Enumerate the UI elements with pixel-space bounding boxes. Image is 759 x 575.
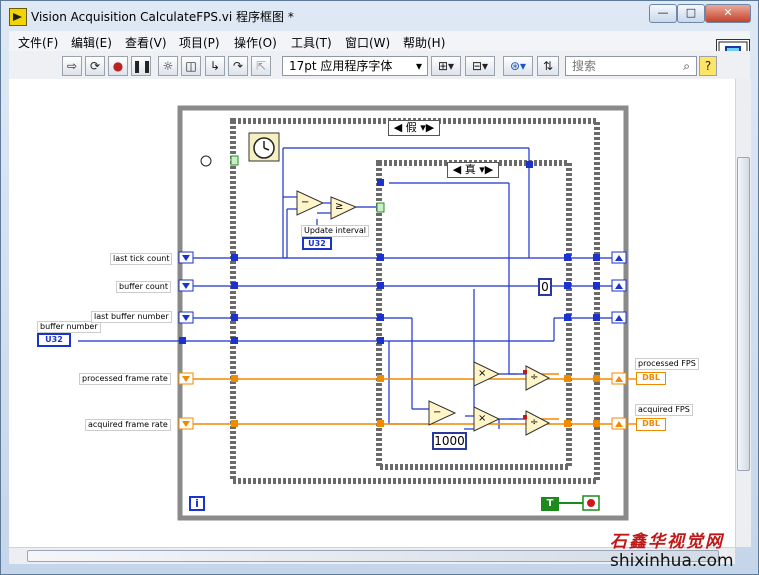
menu-project[interactable]: 项目(P) [179,36,220,50]
reorder-icon[interactable]: ⊛▾ [503,56,533,76]
greater-equal-glyph: ≥ [335,201,344,212]
subtract-glyph-2: − [433,407,442,418]
horizontal-scroll-thumb[interactable] [27,550,719,562]
inner-case-selector[interactable]: ◀ 真 ▾▶ [447,162,499,178]
label-acquired-frame-rate: acquired frame rate [85,419,171,431]
label-last-tick-count: last tick count [110,253,173,265]
font-select[interactable]: 17pt 应用程序字体 ▾ [282,56,428,76]
retain-wire-values-icon[interactable]: ◫ [181,56,201,76]
watermark: 石鑫华视觉网 shixinhua.com [550,527,755,573]
run-arrow-icon[interactable]: ⇨ [62,56,82,76]
shift-register-inputs [178,251,194,430]
cleanup-diagram-icon[interactable]: ⇅ [537,56,559,76]
menu-view[interactable]: 查看(V) [125,36,167,50]
toolbar: ⇨ ⟳ ● ❚❚ ☼ ◫ ↳ ↷ ⇱ 17pt 应用程序字体 ▾ ⊞▾ ⊟▾ ⊛▾… [9,51,750,80]
buffer-number-label: buffer number [37,321,101,333]
window-title: Vision Acquisition CalculateFPS.vi 程序框图 … [31,10,294,24]
label-buffer-count: buffer count [116,281,171,293]
menu-window[interactable]: 窗口(W) [345,36,391,50]
vertical-scrollbar[interactable] [735,79,751,547]
title-bar: Vision Acquisition CalculateFPS.vi 程序框图 … [1,1,758,31]
search-placeholder: 搜索 [572,59,597,73]
search-input[interactable]: 搜索 ⌕ [565,56,697,76]
vi-icon [9,8,27,26]
processed-fps-terminal[interactable]: DBL [636,372,666,385]
step-over-icon[interactable]: ↷ [228,56,248,76]
context-help-icon[interactable]: ? [699,56,717,76]
outer-case-label: 假 [405,121,417,134]
step-into-icon[interactable]: ↳ [205,56,225,76]
iteration-terminal[interactable]: i [189,496,205,511]
align-objects-icon[interactable]: ⊞▾ [431,56,461,76]
subtract-glyph-1: − [301,197,310,208]
multiply-glyph-2: × [478,413,487,424]
watermark-url: shixinhua.com [610,551,734,571]
menu-tools[interactable]: 工具(T) [291,36,332,50]
multiply-glyph-1: × [478,368,487,379]
error-cluster-icon [200,155,239,167]
subtract-node-1 [296,190,325,216]
divide-node-2 [525,410,551,436]
buffer-number-terminal[interactable]: U32 [37,333,71,347]
block-diagram[interactable]: ◀ 假 ▾▶ ◀ 真 ▾▶ Update interval U32 buffer… [9,79,735,547]
menu-file[interactable]: 文件(F) [18,36,59,50]
tick-count-icon [248,132,280,162]
shift-register-outputs [611,251,627,430]
constant-1000[interactable]: 1000 [432,432,467,450]
minimize-button[interactable]: — [649,4,677,23]
label-processed-frame-rate: processed frame rate [79,373,171,385]
greater-equal-node [330,196,358,220]
multiply-node-2 [473,406,501,432]
double-wires [193,373,613,425]
label-last-buffer-number: last buffer number [91,311,172,323]
close-button[interactable]: ✕ [705,4,751,23]
run-continuously-icon[interactable]: ⟳ [85,56,105,76]
constant-zero[interactable]: 0 [538,278,552,296]
int-tunnels [179,161,600,344]
inner-case-label: 真 [464,163,476,176]
menu-edit[interactable]: 编辑(E) [71,36,112,50]
distribute-objects-icon[interactable]: ⊟▾ [465,56,495,76]
highlight-execution-icon[interactable]: ☼ [158,56,178,76]
search-icon: ⌕ [683,59,690,73]
menu-help[interactable]: 帮助(H) [403,36,446,50]
divide-node-1 [525,365,551,391]
acquired-fps-terminal[interactable]: DBL [636,418,666,431]
menu-operate[interactable]: 操作(O) [234,36,277,50]
maximize-button[interactable]: □ [677,4,705,23]
vertical-scroll-thumb[interactable] [737,157,750,471]
processed-fps-label: processed FPS [635,358,699,370]
step-out-icon[interactable]: ⇱ [251,56,271,76]
update-interval-terminal[interactable]: U32 [302,237,332,250]
outer-case-selector[interactable]: ◀ 假 ▾▶ [388,120,440,136]
divide-glyph-1: ÷ [530,372,539,383]
while-loop-frame [177,105,629,521]
watermark-cn: 石鑫华视觉网 [610,532,724,552]
dbl-tunnels [231,375,600,427]
update-interval-label: Update interval [301,225,370,237]
multiply-node-1 [473,361,501,387]
pause-icon[interactable]: ❚❚ [131,56,152,76]
acquired-fps-label: acquired FPS [635,404,693,416]
coercion-dots [523,370,527,419]
chevron-down-icon: ▾ [415,59,422,73]
abort-icon[interactable]: ● [108,56,128,76]
menu-bar: 文件(F) 编辑(E) 查看(V) 项目(P) 操作(O) 工具(T) 窗口(W… [9,31,750,51]
divide-glyph-2: ÷ [530,417,539,428]
horizontal-scrollbar[interactable] [9,547,735,564]
font-select-value: 17pt 应用程序字体 [289,59,393,73]
subtract-node-2 [428,400,457,426]
true-constant[interactable]: T [541,497,559,511]
